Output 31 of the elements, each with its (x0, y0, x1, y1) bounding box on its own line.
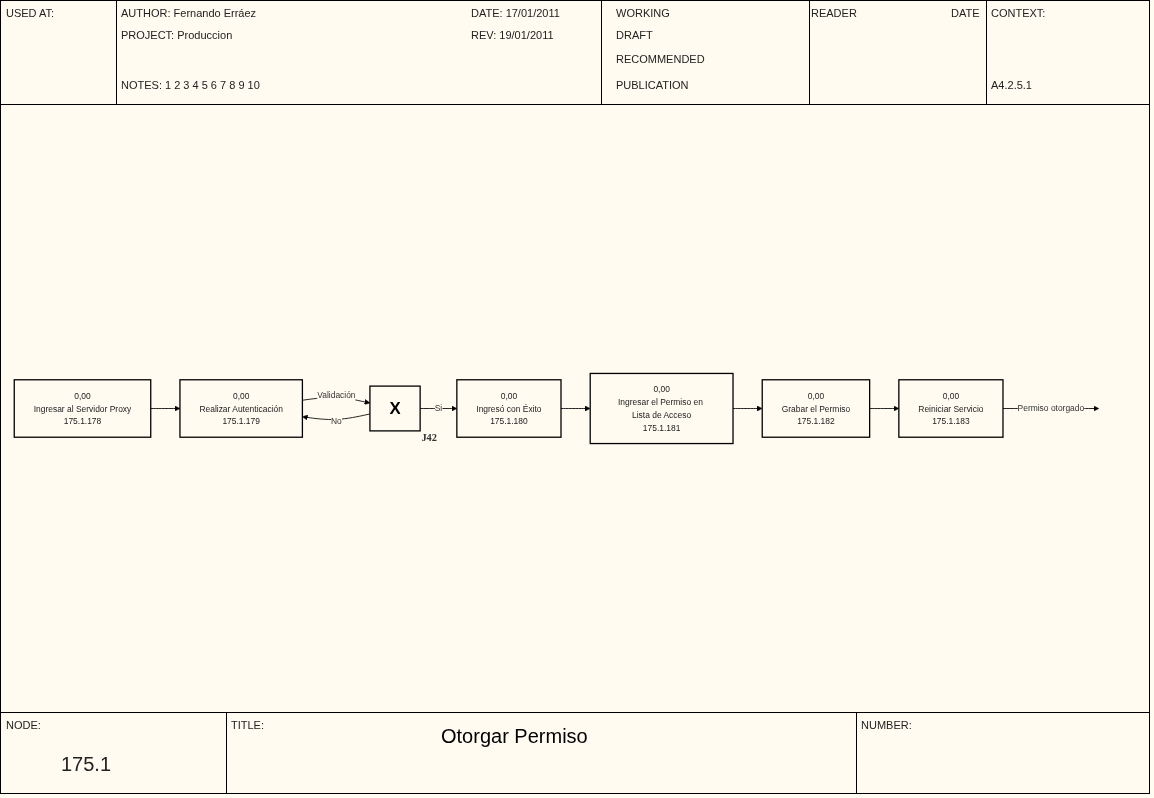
form-field-label: NUMBER: (861, 719, 912, 731)
form-field-label: REV: 19/01/2011 (471, 29, 554, 41)
form-field-label: A4.2.5.1 (991, 79, 1032, 91)
form-field-label: TITLE: (231, 719, 264, 731)
form-field-label: USED AT: (6, 7, 55, 19)
form-field-label: WORKING (616, 7, 670, 19)
form-field-label: RECOMMENDED (616, 53, 705, 65)
edge-label: Si (434, 403, 443, 414)
form-field-label: CONTEXT: (991, 7, 1046, 19)
diagram-title: Otorgar Permiso (441, 725, 588, 748)
edge-label: Permiso otorgado (1017, 403, 1085, 414)
node-box: X (369, 385, 421, 432)
junction-label: J42 (421, 432, 437, 444)
node-box: 0,00 Ingresar al Servidor Proxy 175.1.178 (13, 379, 152, 438)
node-box: 0,00 Ingresar el Permiso en Lista de Acceso 175.1.181 (589, 372, 734, 445)
node-number: 175.1 (61, 753, 112, 776)
node-box: 0,00 Realizar Autenticación 175.1.179 (179, 379, 304, 438)
form-field-label: NOTES: 1 2 3 4 5 6 7 8 9 10 (121, 79, 260, 91)
form-field-label: DATE (951, 7, 980, 19)
form-field-label: NODE: (6, 719, 41, 731)
node-box: 0,00 Grabar el Permiso 175.1.182 (761, 379, 871, 438)
form-field-label: PUBLICATION (616, 79, 689, 91)
node-box: 0,00 Ingresó con Éxito 175.1.180 (456, 379, 562, 438)
edge-label: Validación (317, 390, 356, 401)
form-field-label: DATE: 17/01/2011 (471, 7, 560, 19)
node-box: 0,00 Reiniciar Servicio 175.1.183 (898, 379, 1004, 438)
form-field-label: DRAFT (616, 29, 653, 41)
form-field-label: PROJECT: Produccion (121, 29, 233, 41)
form-field-label: READER (811, 7, 857, 19)
edge-label: No (331, 416, 342, 426)
form-field-label: AUTHOR: Fernando Erráez (121, 7, 257, 19)
